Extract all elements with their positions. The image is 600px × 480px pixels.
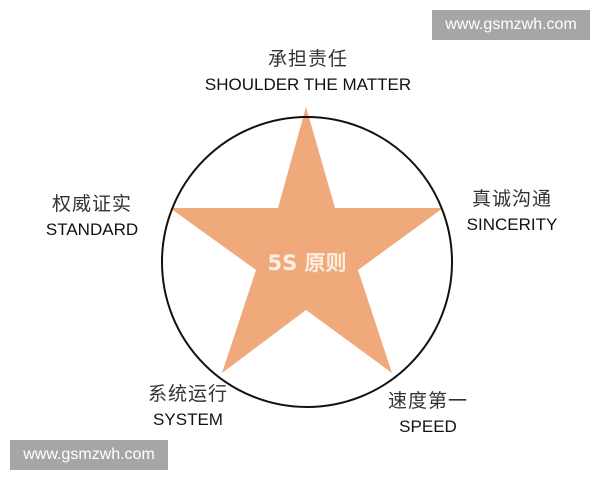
principle-bottom-left-en: SYSTEM <box>153 410 223 429</box>
principle-left-cn: 权威证实 <box>51 193 132 215</box>
principle-left: 权威证实 STANDARD <box>36 193 148 239</box>
principle-top-cn: 承担责任 <box>267 48 348 70</box>
principle-bottom-left: 系统运行 SYSTEM <box>138 383 238 429</box>
principle-bottom-right-en: SPEED <box>399 417 457 436</box>
center-label: 5S 原则 <box>267 251 347 275</box>
principle-top: 承担责任 SHOULDER THE MATTER <box>190 48 426 94</box>
outer-circle <box>161 116 453 408</box>
principle-bottom-right-cn: 速度第一 <box>387 390 468 412</box>
principle-right-cn: 真诚沟通 <box>471 188 552 210</box>
principle-top-en: SHOULDER THE MATTER <box>204 75 412 94</box>
watermark-top-right: www.gsmzwh.com <box>432 10 590 40</box>
principle-bottom-left-cn: 系统运行 <box>147 383 228 405</box>
principle-bottom-right: 速度第一 SPEED <box>378 390 478 436</box>
watermark-bottom-left: www.gsmzwh.com <box>10 440 168 470</box>
principle-right-en: SINCERITY <box>466 215 558 234</box>
star-shape <box>170 107 443 373</box>
principle-right: 真诚沟通 SINCERITY <box>456 188 568 234</box>
principle-left-en: STANDARD <box>45 220 139 239</box>
